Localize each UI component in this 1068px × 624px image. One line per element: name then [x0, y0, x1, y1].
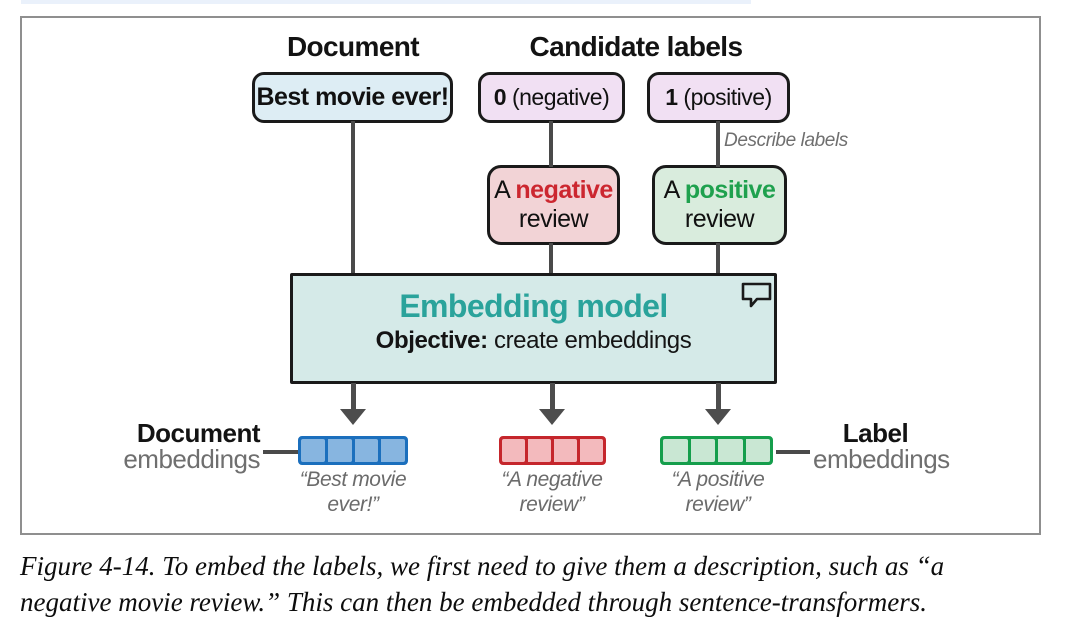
label-embeddings-label: Label embeddings — [813, 418, 950, 474]
negative-review-line1: A negative — [494, 176, 613, 204]
arrow-head-negative — [539, 409, 565, 425]
candidate-label-negative-box: 0 (negative) — [478, 72, 625, 123]
negative-keyword: negative — [515, 176, 613, 204]
describe-labels-annotation: Describe labels — [724, 130, 848, 151]
connector-negative-top — [549, 121, 553, 167]
negative-review-box: A negative review — [487, 165, 620, 245]
embedding-model-box: Embedding model Objective: create embedd… — [290, 273, 777, 384]
arrow-shaft-positive — [716, 383, 721, 410]
embedding-cell — [324, 439, 352, 462]
arrow-head-positive — [705, 409, 731, 425]
positive-keyword: positive — [684, 176, 776, 204]
arrow-head-document — [340, 409, 366, 425]
leader-line-document-embeddings — [263, 450, 298, 454]
embedding-cell — [301, 439, 325, 462]
connector-positive-bottom — [716, 243, 720, 275]
figure-caption: Figure 4-14. To embed the labels, we fir… — [20, 548, 1055, 620]
embedding-model-objective: Objective: create embeddings — [375, 327, 692, 354]
document-embedding-vector — [298, 436, 408, 465]
candidate-label-positive: 1 (positive) — [665, 84, 772, 110]
arrow-shaft-document — [351, 383, 356, 410]
candidate-labels-column-header: Candidate labels — [529, 31, 744, 62]
document-embedding-quote: “Best movie ever!” — [299, 468, 407, 516]
connector-positive-top — [716, 121, 720, 167]
document-text-box: Best movie ever! — [252, 72, 453, 123]
embedding-cell — [577, 439, 603, 462]
embedding-model-title: Embedding model — [399, 288, 668, 324]
positive-review-box: A positive review — [652, 165, 787, 245]
negative-review-line2: review — [518, 205, 589, 233]
document-column-header: Document — [286, 31, 420, 62]
figure-caption-line2: negative movie review.” This can then be… — [20, 587, 928, 617]
embedding-cell — [502, 439, 525, 462]
embedding-cell — [551, 439, 577, 462]
embedding-cell — [351, 439, 379, 462]
positive-review-line1: A positive — [663, 176, 776, 204]
arrow-shaft-negative — [550, 383, 555, 410]
positive-review-line2: review — [684, 205, 755, 233]
leader-line-label-embeddings — [776, 450, 810, 454]
figure-caption-line1: Figure 4-14. To embed the labels, we fir… — [20, 551, 945, 581]
candidate-label-negative: 0 (negative) — [493, 84, 610, 110]
embedding-cell — [715, 439, 743, 462]
candidate-label-positive-box: 1 (positive) — [647, 72, 790, 123]
document-text: Best movie ever! — [256, 83, 449, 111]
embedding-cell — [525, 439, 551, 462]
embedding-cell — [663, 439, 688, 462]
positive-embedding-quote: “A positive review” — [671, 468, 765, 516]
negative-embedding-vector — [499, 436, 606, 465]
embedding-cell — [742, 439, 770, 462]
negative-embedding-quote: “A negative review” — [501, 468, 603, 516]
document-embeddings-label: Document embeddings — [123, 418, 260, 474]
speech-bubble-icon — [741, 282, 772, 308]
positive-embedding-vector — [660, 436, 773, 465]
page-top-highlight-strip — [21, 0, 751, 4]
embedding-cell — [378, 439, 405, 462]
embedding-cell — [687, 439, 715, 462]
connector-negative-bottom — [549, 243, 553, 275]
connector-document — [351, 121, 355, 275]
